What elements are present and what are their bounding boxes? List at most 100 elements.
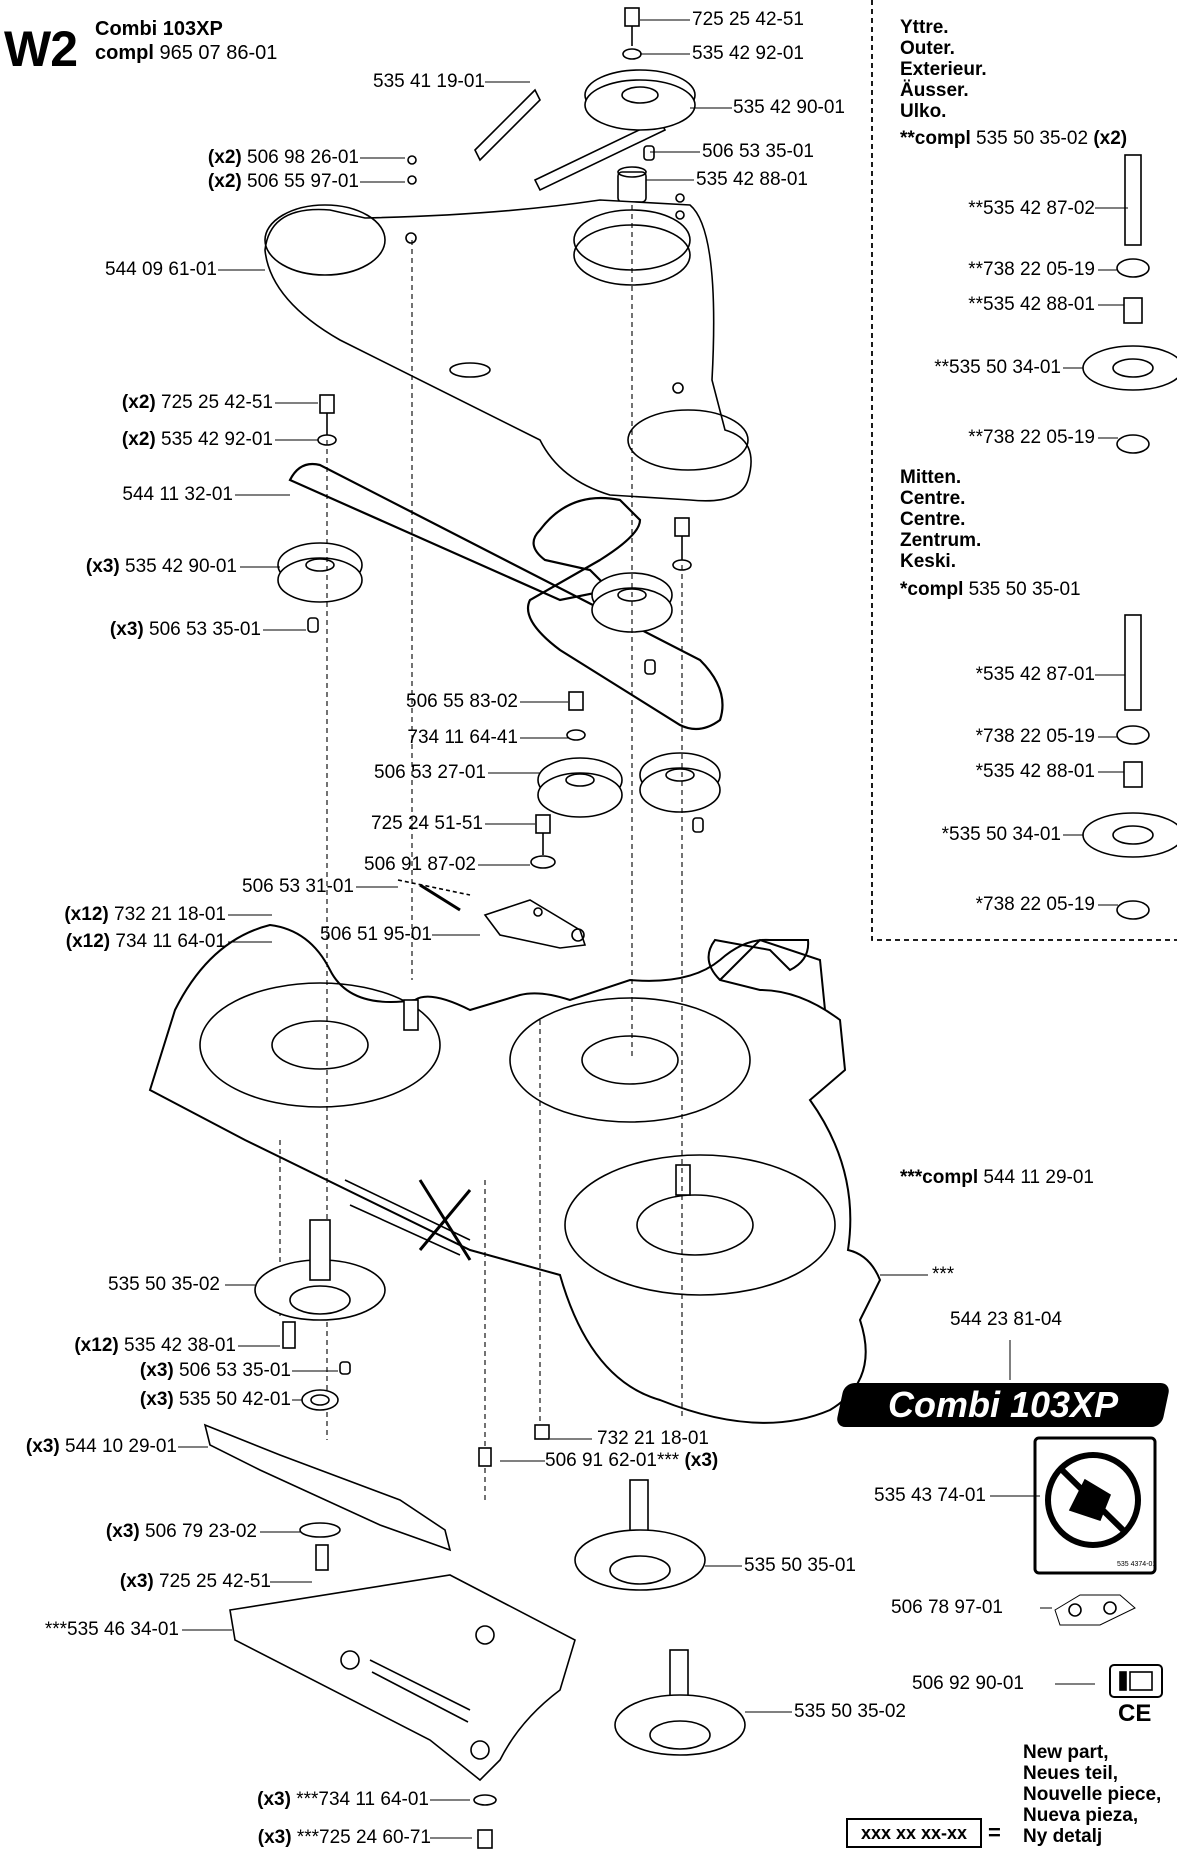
part-callout: (x3) 506 79 23-02 [105, 1521, 257, 1542]
lang-name: Centre. [900, 488, 966, 509]
part-callout: 506 53 27-01 [374, 762, 486, 783]
part-callout: (x3) 544 10 29-01 [25, 1436, 177, 1457]
inset-centre-part: *535 42 87-01 [975, 664, 1095, 685]
part-callout: 732 21 18-01 [597, 1428, 709, 1449]
mower-deck [148, 923, 882, 1424]
part-callout: ***535 46 34-01 [44, 1619, 179, 1640]
outer-compl: **compl 535 50 35-02 (x2) [900, 128, 1128, 149]
legend-box: xxx xx xx-xx [846, 1818, 982, 1848]
gear-cover-544-09-61 [264, 155, 752, 502]
legend-text: New part, Neues teil, Nouvelle piece, Nu… [1023, 1742, 1161, 1847]
right-upper-pulley [591, 517, 692, 675]
part-callout: 535 43 74-01 [874, 1485, 986, 1506]
left-pulley [277, 394, 363, 633]
part-callout: 725 25 42-51 [692, 9, 804, 30]
part-callout: 506 91 62-01*** (x3) [545, 1450, 719, 1471]
inset-centre-part: *535 42 88-01 [975, 761, 1095, 782]
inset-centre-spindle [1082, 614, 1177, 920]
manual-icon-506-92-90 [1109, 1664, 1163, 1698]
part-callout: (x3) 535 50 42-01 [139, 1389, 291, 1410]
part-callout: (x3) ***725 24 60-71 [257, 1827, 431, 1848]
legend-line: Ny detalj [1023, 1826, 1103, 1847]
part-callout: 544 23 81-04 [950, 1309, 1062, 1330]
inset-outer-part: **738 22 05-19 [968, 259, 1095, 280]
part-callout: 535 50 35-02 [108, 1274, 220, 1295]
lang-name: Ulko. [900, 101, 947, 122]
lang-name: Keski. [900, 551, 956, 572]
inset-centre-part: *738 22 05-19 [975, 894, 1095, 915]
part-callout: (x3) 506 53 35-01 [139, 1360, 291, 1381]
tensioner-assembly [397, 691, 721, 949]
part-callout: 506 51 95-01 [320, 924, 432, 945]
part-callout: 506 55 83-02 [406, 691, 518, 712]
compl-label: compl [95, 42, 154, 64]
part-callout: 506 53 35-01 [702, 141, 814, 162]
legend-line: Nueva pieza, [1023, 1805, 1139, 1826]
part-callout: 734 11 64-41 [407, 727, 518, 748]
lang-name: Centre. [900, 509, 966, 530]
part-callout: 544 11 32-01 [122, 484, 233, 505]
part-callout: 725 24 51-51 [371, 813, 483, 834]
part-callout: 506 91 87-02 [364, 854, 476, 875]
top-pulley-assembly [474, 7, 696, 203]
part-callout: (x12) 734 11 64-01 [65, 931, 226, 952]
legend-line: Neues teil, [1023, 1763, 1119, 1784]
part-callout: (x12) 732 21 18-01 [64, 904, 226, 925]
compl-number: 965 07 86-01 [159, 42, 278, 64]
decal-small-text: 535 4374-01 [1117, 1561, 1157, 1568]
part-callout: 535 50 35-01 [744, 1555, 856, 1576]
inset-outer-part: **535 42 88-01 [968, 294, 1095, 315]
inset-outer-part: **535 42 87-02 [968, 198, 1095, 219]
legend-line: New part, [1023, 1742, 1109, 1763]
centre-compl: *compl 535 50 35-01 [900, 579, 1081, 600]
inset-outer-names: Yttre. Outer. Exterieur. Äusser. Ulko. [900, 17, 987, 122]
part-callout: (x3) 506 53 35-01 [109, 619, 261, 640]
drive-belt-544-11-32 [288, 462, 724, 731]
part-callout: 506 53 31-01 [242, 876, 354, 897]
part-callout: 506 92 90-01 [912, 1673, 1024, 1694]
inset-centre-names: Mitten. Centre. Centre. Zentrum. Keski. [900, 467, 981, 572]
belt-routing-decal-506-78-97 [1054, 1594, 1136, 1626]
part-callout: 535 50 35-02 [794, 1701, 906, 1722]
part-callout: 506 78 97-01 [891, 1597, 1003, 1618]
inset-centre-part: *535 50 34-01 [941, 824, 1061, 845]
compl-line: compl 965 07 86-01 [95, 42, 277, 65]
part-callout: 535 42 92-01 [692, 43, 804, 64]
inset-border [871, 0, 1177, 941]
part-callout: (x2) 506 55 97-01 [207, 171, 359, 192]
part-callout: *** [932, 1264, 955, 1285]
lang-name: Zentrum. [900, 530, 982, 551]
left-spindle-stack [203, 1219, 576, 1849]
brand-decal-544-23-81: Combi 103XP [835, 1383, 1171, 1427]
legend-line: Nouvelle piece, [1023, 1784, 1162, 1805]
right-spindles [534, 1424, 746, 1756]
warning-decal-535-43-74 [1033, 1436, 1157, 1575]
inset-outer-spindle [1082, 154, 1177, 454]
part-callout: (x3) ***734 11 64-01 [257, 1789, 429, 1810]
part-callout: 535 42 90-01 [733, 97, 845, 118]
part-callout: 544 09 61-01 [105, 259, 217, 280]
part-callout: (x2) 535 42 92-01 [121, 429, 273, 450]
inset-outer-part: **738 22 05-19 [968, 427, 1095, 448]
deck-compl: ***compl 544 11 29-01 [900, 1167, 1094, 1188]
lang-name: Exterieur. [900, 59, 987, 80]
assembly-axes [279, 205, 683, 1500]
ce-mark: CE [1118, 1700, 1152, 1727]
legend-equals: = [988, 1820, 1001, 1845]
page-code: W2 [4, 21, 78, 77]
inset-centre-part: *738 22 05-19 [975, 726, 1095, 747]
part-callout: 535 41 19-01 [373, 71, 485, 92]
lang-name: Yttre. [900, 17, 949, 38]
lang-name: Äusser. [900, 80, 969, 101]
model-name: Combi 103XP [95, 18, 223, 40]
leader-lines [178, 19, 1128, 1839]
part-callout: (x3) 725 25 42-51 [119, 1571, 271, 1592]
lang-name: Mitten. [900, 467, 962, 488]
lang-name: Outer. [900, 38, 955, 59]
part-callout: 535 42 88-01 [696, 169, 808, 190]
part-callout: (x12) 535 42 38-01 [74, 1335, 236, 1356]
part-callout: (x2) 506 98 26-01 [207, 147, 359, 168]
part-callout: (x3) 535 42 90-01 [85, 556, 237, 577]
